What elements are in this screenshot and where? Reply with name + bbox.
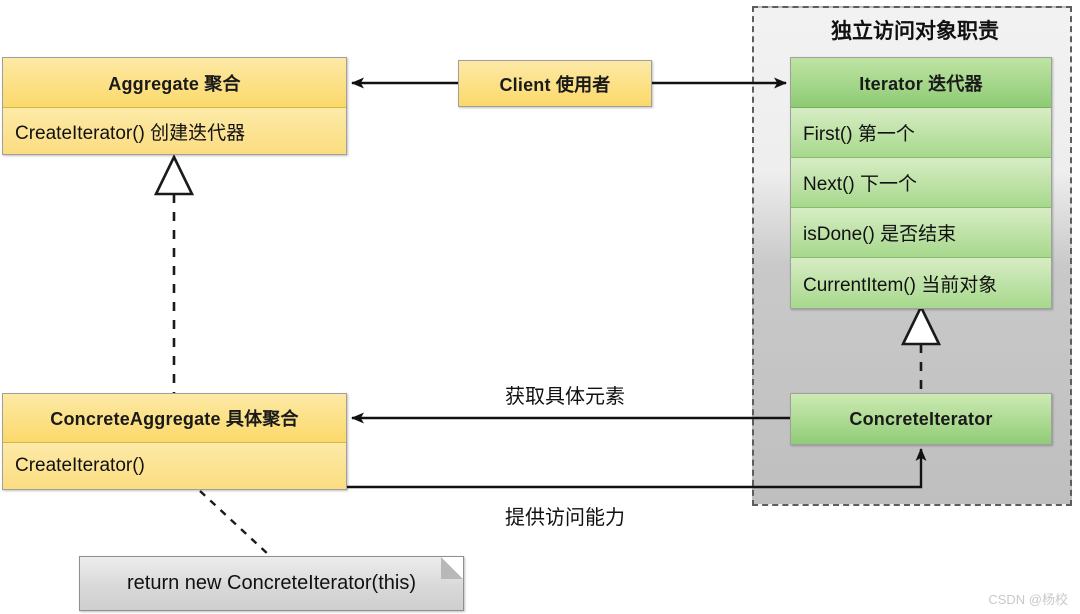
class-title-client: Client 使用者 [459,61,651,106]
edge-aggregate-realization [153,154,195,395]
class-title-concrete-iterator: ConcreteIterator [791,394,1051,444]
class-box-concrete-iterator[interactable]: ConcreteIterator [790,393,1052,445]
class-member-iterator-0: First() 第一个 [791,108,1051,158]
class-box-concrete-aggregate[interactable]: ConcreteAggregate 具体聚合 CreateIterator() [2,393,347,490]
class-member-iterator-2: isDone() 是否结束 [791,208,1051,258]
note-fold-corner-icon [441,557,463,579]
note-box[interactable]: return new ConcreteIterator(this) [79,556,464,611]
class-box-client[interactable]: Client 使用者 [458,60,652,107]
class-box-iterator[interactable]: Iterator 迭代器 First() 第一个 Next() 下一个 isDo… [790,57,1052,309]
class-member-iterator-1: Next() 下一个 [791,158,1051,208]
class-member-concrete-aggregate-0: CreateIterator() [3,443,346,489]
note-text: return new ConcreteIterator(this) [126,572,416,594]
class-box-aggregate[interactable]: Aggregate 聚合 CreateIterator() 创建迭代器 [2,57,347,155]
region-title: 独立访问对象职责 [831,20,999,43]
edge-note-anchor [199,490,271,557]
watermark: CSDN @杨校 [988,592,1068,607]
class-title-concrete-aggregate: ConcreteAggregate 具体聚合 [3,394,346,443]
class-member-iterator-3: CurrentItem() 当前对象 [791,258,1051,308]
class-title-aggregate: Aggregate 聚合 [3,58,346,108]
class-member-aggregate-0: CreateIterator() 创建迭代器 [3,108,346,154]
edge-label-provide-access-ability: 提供访问能力 [505,507,625,529]
class-title-iterator: Iterator 迭代器 [791,58,1051,108]
edge-label-get-concrete-element: 获取具体元素 [505,386,625,408]
